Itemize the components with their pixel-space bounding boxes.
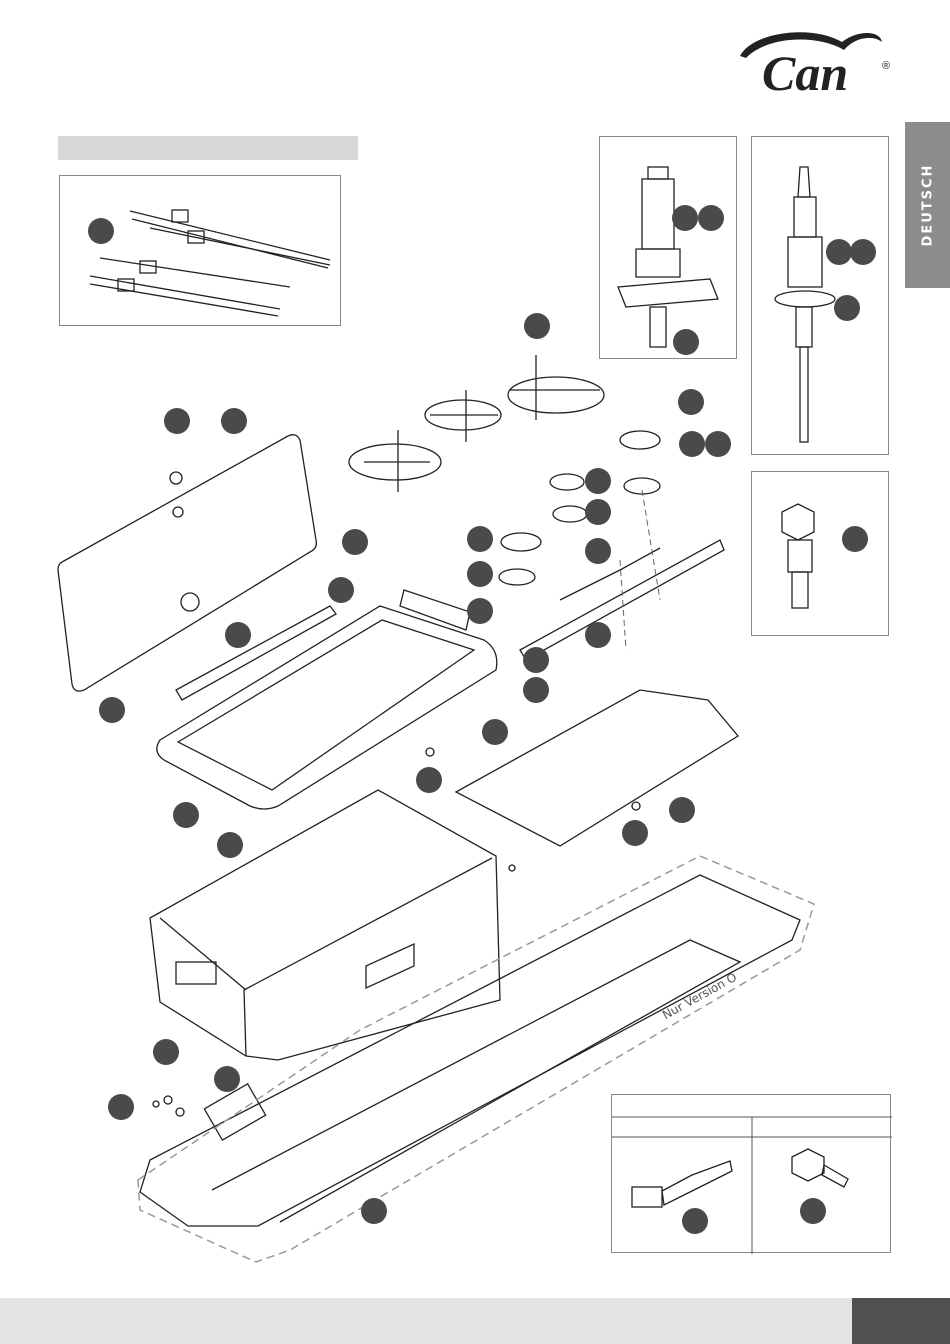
callout-thermocouple-b xyxy=(698,205,724,231)
callout-screw-set xyxy=(342,529,368,555)
callout-gas-line xyxy=(585,622,611,648)
callout-valve-a xyxy=(679,431,705,457)
nozzle-detail-box xyxy=(751,471,889,636)
connector-table-box xyxy=(611,1094,891,1253)
legs-detail-box xyxy=(59,175,341,326)
callout-burner-cap-large xyxy=(467,526,493,552)
callout-drip-plate xyxy=(669,797,695,823)
callout-lid-foot xyxy=(99,697,125,723)
callout-electrode-b xyxy=(850,239,876,265)
brand-registered-mark: ® xyxy=(882,60,890,72)
callout-hinge-bracket xyxy=(225,622,251,648)
callout-burner-head-small xyxy=(585,499,611,525)
callout-hinge xyxy=(328,577,354,603)
callout-housing xyxy=(217,832,243,858)
callout-valve-b xyxy=(705,431,731,457)
callout-legs xyxy=(88,218,114,244)
callout-connector-a xyxy=(682,1208,708,1234)
callout-burner-cap-small xyxy=(585,468,611,494)
callout-screw-side xyxy=(108,1094,134,1120)
callout-base-frame xyxy=(361,1198,387,1224)
footer-page-block xyxy=(852,1298,950,1344)
callout-burner-base xyxy=(467,598,493,624)
callout-igniter xyxy=(585,538,611,564)
callout-nozzle xyxy=(842,526,868,552)
callout-burner-head-large xyxy=(467,561,493,587)
callout-lid-knob xyxy=(164,408,190,434)
callout-thermocouple-lead xyxy=(523,647,549,673)
electrode-detail-box xyxy=(751,136,889,455)
callout-pan-grate xyxy=(524,313,550,339)
connector-drawing xyxy=(612,1095,892,1254)
callout-electrode-a xyxy=(826,239,852,265)
callout-nut xyxy=(416,767,442,793)
brand-logo: Can ® xyxy=(722,24,902,104)
callout-seal-ring xyxy=(482,719,508,745)
callout-connector-b xyxy=(800,1198,826,1224)
callout-electrode-nut xyxy=(834,295,860,321)
callout-screw-base xyxy=(153,1039,179,1065)
callout-gas-connector xyxy=(523,677,549,703)
footer-bar xyxy=(0,1298,950,1344)
nozzle-drawing xyxy=(752,472,890,637)
callout-thermocouple-clip xyxy=(673,329,699,355)
electrode-drawing xyxy=(752,137,890,456)
callout-thermocouple-a xyxy=(672,205,698,231)
callout-glass-lid xyxy=(221,408,247,434)
brand-name: Can xyxy=(762,44,848,102)
callout-label-plate xyxy=(214,1066,240,1092)
callout-plate-screw xyxy=(622,820,648,846)
language-tab-label: DEUTSCH xyxy=(920,164,935,247)
section-header-bar xyxy=(58,136,358,160)
callout-screw-top xyxy=(678,389,704,415)
thermocouple-drawing xyxy=(600,137,738,360)
language-tab[interactable]: DEUTSCH xyxy=(905,122,950,288)
legs-drawing xyxy=(60,176,342,327)
callout-basin xyxy=(173,802,199,828)
thermocouple-detail-box xyxy=(599,136,737,359)
version-note: Nur Version O xyxy=(660,970,739,1022)
